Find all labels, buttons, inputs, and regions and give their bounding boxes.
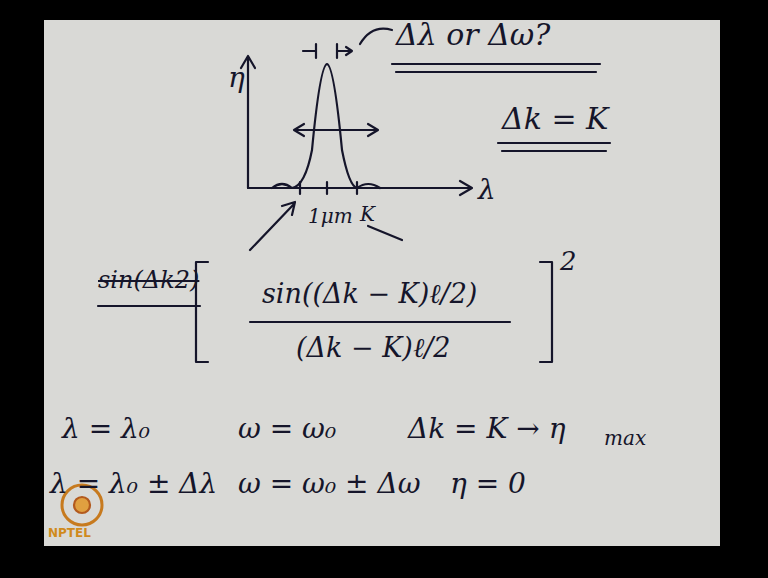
right-bracket bbox=[540, 262, 552, 362]
equation: λ = λ₀ ± Δλ bbox=[50, 470, 217, 498]
logo-text: NPTEL bbox=[48, 527, 91, 539]
equation: Δk = K → η bbox=[408, 415, 565, 443]
equation: λ = λ₀ bbox=[62, 415, 150, 443]
width-markers bbox=[303, 44, 352, 58]
crossed-term: sin(Δk2) bbox=[98, 268, 199, 292]
formula-numerator: sin((Δk − K)ℓ/2) bbox=[262, 280, 477, 307]
pointer-arrow bbox=[250, 202, 295, 250]
axis-label: η bbox=[228, 64, 245, 92]
underline bbox=[98, 305, 200, 307]
width-arrow bbox=[294, 124, 378, 136]
subscript-note: max bbox=[604, 428, 646, 448]
dimension-label: 1μm bbox=[308, 206, 353, 226]
formula-exponent: 2 bbox=[560, 248, 577, 274]
sinc-peak bbox=[272, 64, 380, 188]
leader-curve bbox=[360, 29, 392, 44]
dimension-label: K bbox=[360, 204, 375, 224]
logo-core bbox=[74, 497, 90, 513]
equation: η = 0 bbox=[450, 470, 526, 498]
equation: ω = ω₀ bbox=[238, 415, 336, 443]
equation: ω = ω₀ ± Δω bbox=[238, 470, 420, 498]
tick-marks bbox=[300, 182, 357, 194]
condition-note: Δk = K bbox=[502, 104, 608, 134]
double-underline bbox=[392, 64, 600, 72]
formula-denominator: (Δk − K)ℓ/2 bbox=[296, 334, 450, 361]
leader-line bbox=[368, 226, 402, 240]
axis-label: λ bbox=[478, 176, 496, 204]
question-note: Δλ or Δω? bbox=[396, 20, 550, 50]
fraction-bar bbox=[250, 321, 510, 323]
double-underline bbox=[498, 143, 610, 151]
